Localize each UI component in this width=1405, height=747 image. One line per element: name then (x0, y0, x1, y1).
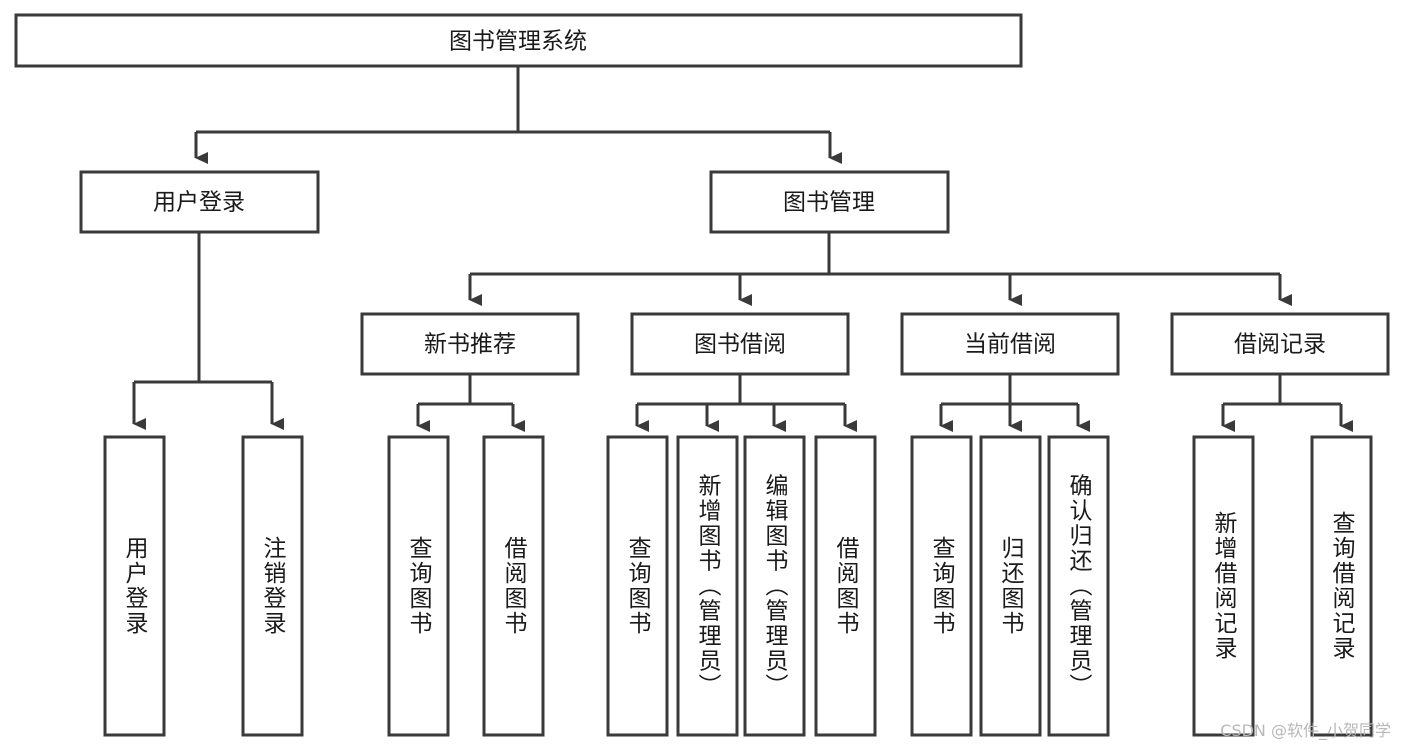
leaf-node-new-book-borrow[interactable]: 借阅图书 (482, 435, 545, 737)
leaf-node-current-borrow-return[interactable]: 归还图书 (979, 435, 1042, 737)
leaf-node-book-borrow-add[interactable]: 新增图书（管理员） (676, 435, 739, 737)
connector-current-borrow-to-leaves (939, 374, 1090, 432)
leaf-node-label: 查询图书 (624, 536, 652, 636)
leaf-node-label: 查询图书 (928, 536, 956, 636)
node-borrow-record[interactable]: 借阅记录 (1170, 312, 1390, 376)
leaf-node-user-login-login[interactable]: 用户登录 (103, 435, 166, 737)
connector-book-borrow-to-leaves (635, 374, 857, 432)
node-root-label: 图书管理系统 (449, 29, 587, 55)
connector-user-login-to-leaves (132, 232, 284, 430)
connector-new-book-to-leaves (416, 374, 525, 432)
node-book-management-label: 图书管理 (783, 190, 875, 216)
leaf-node-label: 编辑图书（管理员） (761, 474, 789, 699)
node-current-borrow-label: 当前借阅 (964, 332, 1056, 358)
connector-root-to-level2 (194, 66, 842, 164)
leaf-node-label: 新增图书（管理员） (694, 474, 722, 699)
leaf-node-label: 确认归还（管理员） (1065, 474, 1093, 699)
node-user-login-label: 用户登录 (153, 190, 245, 216)
leaf-node-label: 新增借阅记录 (1210, 511, 1238, 661)
node-user-login[interactable]: 用户登录 (79, 170, 320, 234)
leaf-node-current-borrow-query[interactable]: 查询图书 (910, 435, 973, 737)
node-root-book-management-system[interactable]: 图书管理系统 (14, 13, 1023, 68)
leaf-node-book-borrow-borrow[interactable]: 借阅图书 (814, 435, 877, 737)
leaf-node-book-borrow-edit[interactable]: 编辑图书（管理员） (743, 435, 806, 737)
leaf-node-label: 用户登录 (121, 536, 149, 636)
node-current-borrow[interactable]: 当前借阅 (900, 312, 1120, 376)
node-new-book-recommend[interactable]: 新书推荐 (360, 312, 580, 376)
connector-borrow-record-to-leaves (1221, 374, 1353, 432)
leaf-node-borrow-record-add[interactable]: 新增借阅记录 (1192, 435, 1255, 737)
leaf-node-label: 归还图书 (997, 536, 1025, 636)
node-book-borrow[interactable]: 图书借阅 (630, 312, 850, 376)
node-borrow-record-label: 借阅记录 (1234, 332, 1326, 358)
leaf-node-label: 查询图书 (405, 536, 433, 636)
connector-book-manage-to-level3 (468, 232, 1292, 306)
node-book-borrow-label: 图书借阅 (694, 332, 786, 358)
node-book-management[interactable]: 图书管理 (709, 170, 950, 234)
leaf-node-current-borrow-confirm[interactable]: 确认归还（管理员） (1047, 435, 1110, 737)
leaf-node-book-borrow-query[interactable]: 查询图书 (606, 435, 669, 737)
leaf-node-user-login-logout[interactable]: 注销登录 (241, 435, 304, 737)
leaf-node-label: 借阅图书 (832, 536, 860, 636)
node-new-book-recommend-label: 新书推荐 (424, 332, 516, 358)
leaf-node-new-book-query[interactable]: 查询图书 (387, 435, 450, 737)
leaf-node-label: 注销登录 (259, 536, 287, 636)
leaf-node-label: 查询借阅记录 (1328, 511, 1356, 661)
leaf-node-borrow-record-query[interactable]: 查询借阅记录 (1310, 435, 1373, 737)
leaf-node-label: 借阅图书 (500, 536, 528, 636)
